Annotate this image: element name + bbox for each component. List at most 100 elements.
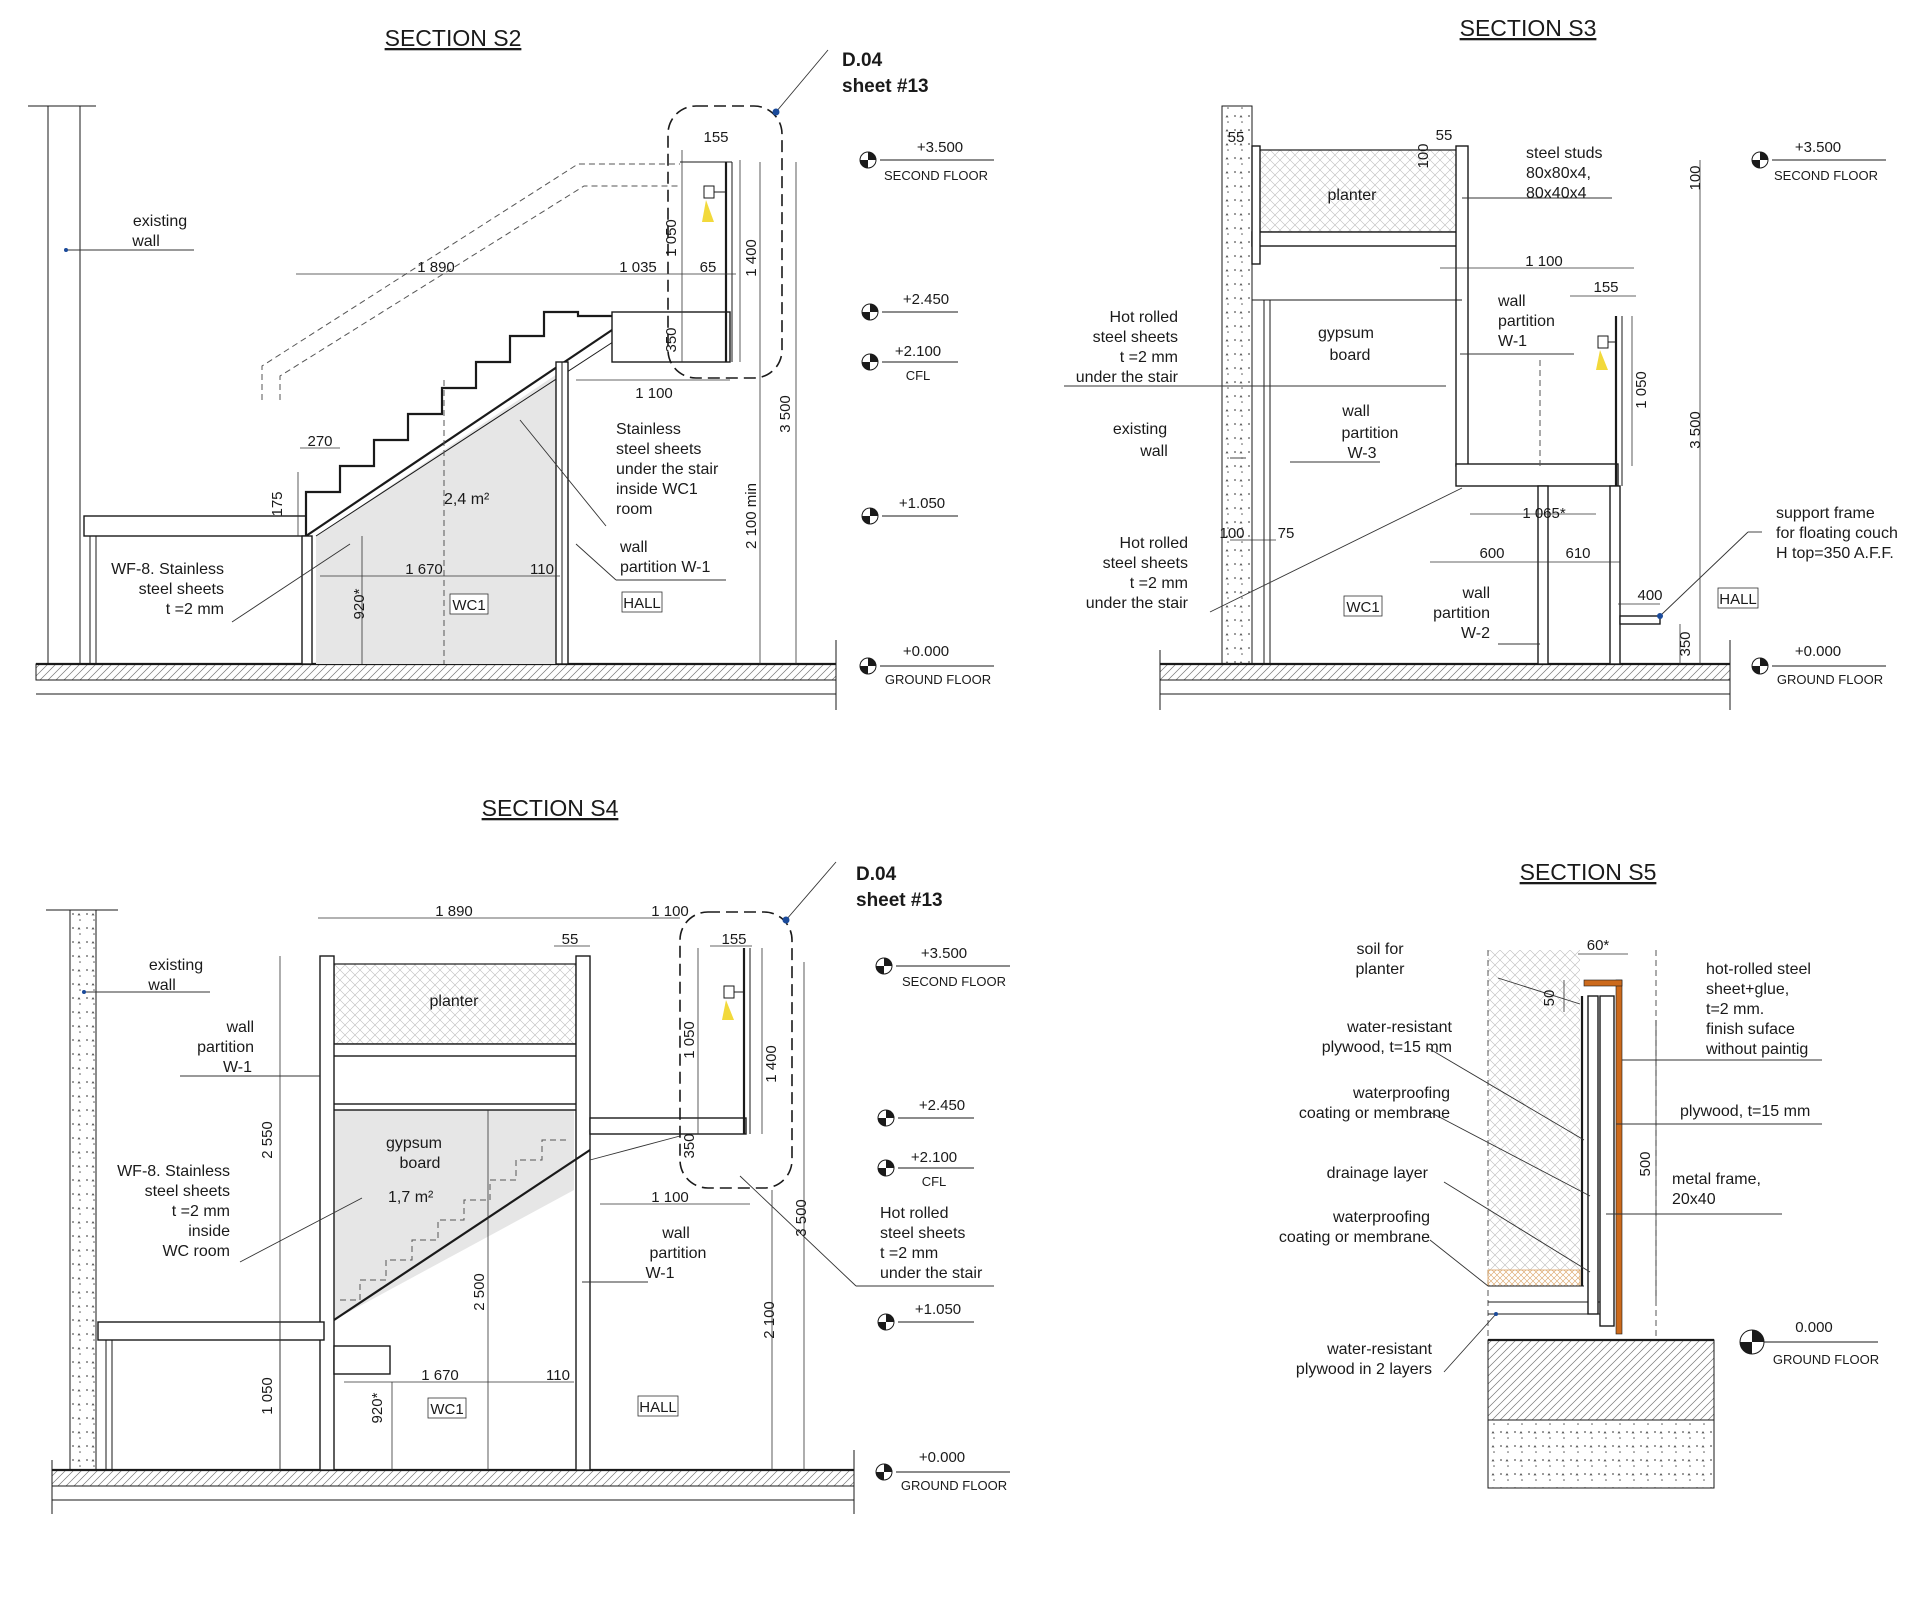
s2-detail-cloud — [667, 105, 783, 379]
s3-dim-3500: 3 500 — [1687, 411, 1704, 449]
s2-existing-wall-label: existing wall — [131, 213, 187, 250]
svg-text:support frame: support frame — [1776, 505, 1875, 522]
s5-title: SECTION S5 — [1520, 859, 1657, 885]
svg-text:under the stair: under the stair — [1076, 369, 1179, 386]
svg-text:+0.000: +0.000 — [903, 643, 949, 660]
svg-text:steel sheets: steel sheets — [139, 581, 224, 598]
svg-text:existing: existing — [149, 957, 203, 974]
svg-text:without paintig: without paintig — [1705, 1041, 1808, 1058]
s4-hall-tag: HALL — [639, 1399, 677, 1416]
svg-text:under the stair: under the stair — [1086, 595, 1189, 612]
s2-area-label: 2,4 m² — [444, 491, 490, 508]
svg-text:partition: partition — [1433, 605, 1490, 622]
s3-dim-1065: 1 065* — [1522, 505, 1566, 522]
svg-text:+2.100: +2.100 — [911, 1149, 957, 1166]
s4-level-2100: +2.100 CFL — [877, 1149, 974, 1189]
svg-text:coating or membrane: coating or membrane — [1299, 1105, 1450, 1122]
s2-stair-steps — [304, 310, 612, 536]
svg-text:+3.500: +3.500 — [921, 945, 967, 962]
svg-text:inside WC1: inside WC1 — [616, 481, 698, 498]
svg-text:CFL: CFL — [906, 368, 931, 383]
s3-title: SECTION S3 — [1460, 15, 1597, 41]
s4-dim-1890: 1 890 — [435, 903, 473, 920]
s2-dim-1890: 1 890 — [417, 259, 455, 276]
s5-soil-label: soil for planter — [1356, 941, 1406, 978]
s2-level-2100: +2.100 CFL — [861, 343, 958, 383]
s3-dim-1100: 1 100 — [1525, 253, 1563, 270]
svg-text:wall: wall — [1139, 443, 1168, 460]
s4-dim-1670: 1 670 — [421, 1367, 459, 1384]
s2-dim-1100: 1 100 — [635, 385, 673, 402]
svg-text:partition: partition — [197, 1039, 254, 1056]
s3-hot-rolled-bottom-label: Hot rolled steel sheets t =2 mm under th… — [1086, 535, 1189, 612]
s2-level-1050: +1.050 — [861, 495, 958, 525]
s5-steel-sheet — [1615, 979, 1623, 1335]
s5-drainage-layer — [1487, 1269, 1581, 1287]
svg-text:+3.500: +3.500 — [917, 139, 963, 156]
svg-text:W-3: W-3 — [1347, 445, 1376, 462]
svg-text:WF-8. Stainless: WF-8. Stainless — [117, 1163, 230, 1180]
svg-text:metal frame,: metal frame, — [1672, 1171, 1761, 1188]
svg-text:steel sheets: steel sheets — [616, 441, 701, 458]
s4-level-1050: +1.050 — [877, 1301, 974, 1331]
s2-dim-1050: 1 050 — [663, 219, 680, 257]
svg-text:t =2 mm: t =2 mm — [166, 601, 224, 618]
svg-text:wall: wall — [1341, 403, 1370, 420]
s2-wall-partition-label: wall partition W-1 — [619, 539, 711, 576]
s5-dim-60: 60* — [1587, 937, 1610, 954]
s4-dim-1050a: 1 050 — [681, 1021, 698, 1059]
s4-dim-2100: 2 100 — [761, 1301, 778, 1339]
s3-level-0000: +0.000 GROUND FLOOR — [1751, 643, 1886, 687]
s3-dim-100b: 100 — [1687, 165, 1704, 190]
s3-planter-label: planter — [1328, 187, 1378, 204]
svg-text:WF-8. Stainless: WF-8. Stainless — [111, 561, 224, 578]
svg-text:+0.000: +0.000 — [1795, 643, 1841, 660]
s4-dim-110: 110 — [546, 1367, 570, 1384]
svg-text:partition: partition — [1498, 313, 1555, 330]
s2-detail-ref: D.04 — [842, 50, 883, 71]
s5-hot-rolled-label: hot-rolled steel sheet+glue, t=2 mm. fin… — [1705, 961, 1811, 1058]
s5-plywood-label: plywood, t=15 mm — [1680, 1103, 1810, 1120]
s4-hot-rolled-label: Hot rolled steel sheets t =2 mm under th… — [880, 1205, 983, 1282]
svg-text:water-resistant: water-resistant — [1346, 1019, 1452, 1036]
s2-dim-155: 155 — [703, 129, 728, 146]
svg-text:+2.450: +2.450 — [903, 291, 949, 308]
svg-text:80x80x4,: 80x80x4, — [1526, 165, 1591, 182]
s4-dim-350: 350 — [681, 1133, 698, 1158]
svg-text:wall: wall — [225, 1019, 254, 1036]
s2-wc-area — [316, 372, 560, 664]
s3-dim-155: 155 — [1593, 279, 1618, 296]
svg-text:SECOND FLOOR: SECOND FLOOR — [902, 974, 1006, 989]
s3-hot-rolled-top-label: Hot rolled steel sheets t =2 mm under th… — [1076, 309, 1179, 386]
svg-text:partition: partition — [650, 1245, 707, 1262]
svg-text:+1.050: +1.050 — [899, 495, 945, 512]
svg-text:GROUND FLOOR: GROUND FLOOR — [1773, 1352, 1879, 1367]
svg-text:under the stair: under the stair — [880, 1265, 983, 1282]
s5-drainage-label: drainage layer — [1327, 1165, 1429, 1182]
svg-text:+0.000: +0.000 — [919, 1449, 965, 1466]
svg-text:Hot rolled: Hot rolled — [880, 1205, 948, 1222]
svg-text:gypsum: gypsum — [386, 1135, 442, 1152]
svg-text:wall: wall — [661, 1225, 690, 1242]
svg-text:under the stair: under the stair — [616, 461, 719, 478]
s2-wc-tag: WC1 — [452, 597, 485, 614]
s2-lamp-icon — [703, 185, 715, 199]
s5-wr-plywood-2-label: water-resistant plywood in 2 layers — [1296, 1341, 1433, 1378]
s4-right-landing — [589, 1117, 747, 1135]
s3-landing — [1455, 463, 1619, 487]
s4-level-2450: +2.450 — [877, 1097, 974, 1127]
s2-ground-slab — [35, 663, 837, 681]
s4-planter-label: planter — [430, 993, 480, 1010]
s2-dim-1670: 1 670 — [405, 561, 443, 578]
s4-area-label: 1,7 m² — [388, 1189, 434, 1206]
s2-dim-920: 920* — [351, 588, 368, 619]
s3-dim-400: 400 — [1637, 587, 1662, 604]
s4-wc-tag: WC1 — [430, 1401, 463, 1418]
svg-text:t =2 mm: t =2 mm — [880, 1245, 938, 1262]
s3-support-frame-label: support frame for floating couch H top=3… — [1776, 505, 1898, 562]
s3-steel-studs-label: steel studs 80x80x4, 80x40x4 — [1526, 145, 1602, 202]
s4-wc-area — [334, 1108, 574, 1320]
s3-existing-wall — [1221, 105, 1253, 665]
s4-detail-sheet: sheet #13 — [856, 890, 943, 911]
svg-text:GROUND FLOOR: GROUND FLOOR — [901, 1478, 1007, 1493]
